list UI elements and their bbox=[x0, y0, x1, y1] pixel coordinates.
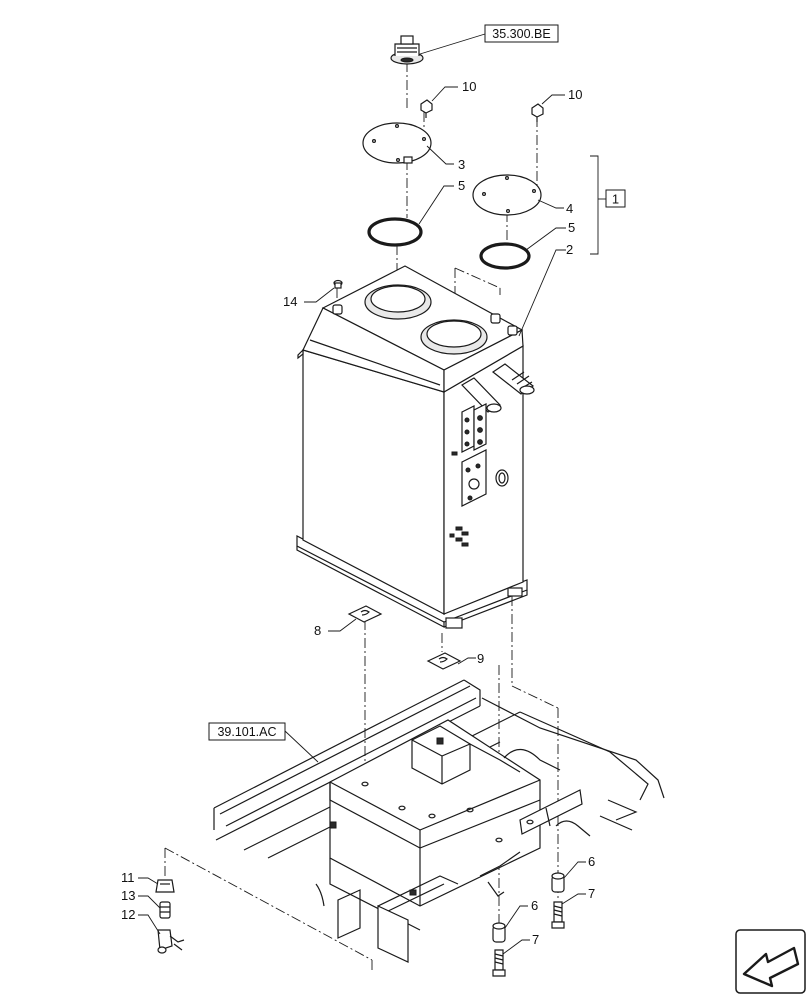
fitting-part bbox=[155, 879, 175, 893]
callout-shim-right: 9 bbox=[477, 651, 484, 666]
plug-part bbox=[333, 279, 343, 289]
bolt-right-part bbox=[551, 901, 565, 929]
gasket-left-part bbox=[367, 217, 423, 247]
direction-arrow-icon[interactable] bbox=[735, 929, 806, 994]
bolt-left-part bbox=[492, 949, 506, 977]
callout-spacer-right: 6 bbox=[588, 854, 595, 869]
callout-clamp: 12 bbox=[121, 907, 135, 922]
callout-cover-left: 3 bbox=[458, 157, 465, 172]
screw-left-part bbox=[420, 99, 433, 118]
callout-spacer-left: 6 bbox=[531, 898, 538, 913]
callout-cover-right: 4 bbox=[566, 201, 573, 216]
spacer-right-part bbox=[551, 872, 565, 893]
callout-bolt-left: 7 bbox=[532, 932, 539, 947]
reference-box-top[interactable]: 35.300.BE bbox=[484, 24, 559, 43]
callout-plug: 14 bbox=[283, 294, 297, 309]
shim-right-part bbox=[426, 652, 462, 670]
callout-gasket-right: 5 bbox=[568, 220, 575, 235]
reference-box-frame[interactable]: 39.101.AC bbox=[208, 722, 286, 741]
clamp-part bbox=[157, 929, 185, 954]
screw-right-part bbox=[531, 103, 544, 122]
callout-tank: 2 bbox=[566, 242, 573, 257]
connector-part bbox=[159, 901, 171, 919]
spacer-left-part bbox=[492, 922, 506, 943]
hydraulic-tank-part bbox=[296, 265, 535, 629]
gasket-right-part bbox=[479, 242, 531, 270]
reference-top-label: 35.300.BE bbox=[492, 27, 550, 41]
callout-screw-left: 10 bbox=[462, 79, 476, 94]
machine-frame-part bbox=[213, 679, 665, 963]
shim-left-part bbox=[347, 605, 383, 623]
callout-shim-left: 8 bbox=[314, 623, 321, 638]
callout-bolt-right: 7 bbox=[588, 886, 595, 901]
callouts: 10 10 3 5 4 5 2 14 8 9 6 6 7 bbox=[121, 79, 595, 955]
cover-left-part bbox=[362, 122, 432, 164]
filter-cap-part bbox=[390, 35, 424, 65]
callout-screw-right: 10 bbox=[568, 87, 582, 102]
callout-gasket-left: 5 bbox=[458, 178, 465, 193]
group-label: 1 bbox=[612, 192, 619, 207]
callout-connector: 13 bbox=[121, 888, 135, 903]
cover-right-part bbox=[472, 174, 542, 216]
callout-fitting: 11 bbox=[121, 870, 135, 885]
group-bracket: 1 bbox=[590, 155, 626, 255]
reference-frame-label: 39.101.AC bbox=[217, 725, 276, 739]
